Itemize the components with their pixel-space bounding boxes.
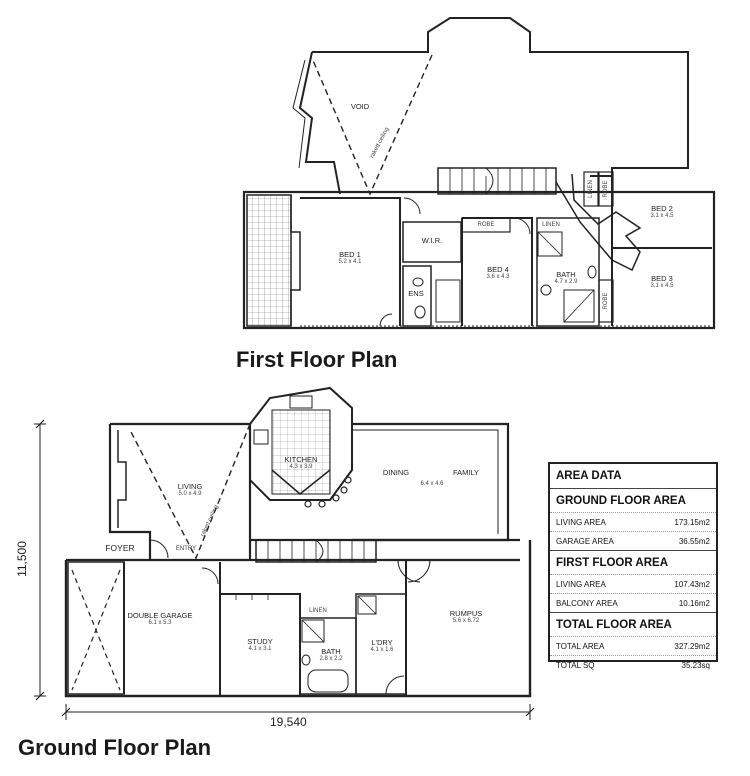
family-label: FAMILY — [452, 468, 480, 477]
living-label: LIVING — [177, 482, 203, 491]
depth-dimension: 11,500 — [14, 541, 29, 577]
entry-label: ENTRY — [175, 546, 197, 552]
family-size: 6.4 x 4.6 — [420, 481, 444, 487]
living-size: 5.0 x 4.9 — [178, 491, 202, 497]
study-label: STUDY — [247, 637, 273, 646]
area-data-title: AREA DATA — [556, 470, 622, 482]
rumpus-size: 5.6 x 6.72 — [452, 618, 480, 624]
void-outline — [312, 17, 689, 177]
study-size: 4.1 x 3.1 — [248, 646, 272, 652]
kitchen-outline — [249, 386, 353, 501]
kitchen-stools — [304, 476, 352, 508]
foyer-label: FOYER — [105, 543, 135, 553]
bed1-size: 5.2 x 4.1 — [338, 259, 362, 265]
wir-label: W.I.R. — [421, 236, 443, 245]
bed1-label: BED 1 — [339, 250, 361, 259]
bed4-robe-label: ROBE — [477, 222, 495, 228]
ff-linen2-label: LINEN — [588, 180, 594, 198]
ldry-size: 4.1 x 1.6 — [370, 647, 394, 653]
dimension-lines — [34, 419, 535, 720]
first-floor-title: First Floor Plan — [236, 347, 398, 372]
bed3-size: 3.1 x 4.5 — [650, 283, 674, 289]
dining-label: DINING — [382, 468, 410, 477]
ldry-label: L'DRY — [371, 638, 393, 647]
garage-door-swing — [71, 569, 121, 691]
gf-bath-label: BATH — [321, 647, 341, 656]
ens-label: ENS — [408, 289, 424, 298]
gf-bath-size: 2.8 x 2.2 — [319, 656, 343, 662]
total-area-heading: TOTAL FLOOR AREA — [550, 612, 716, 636]
kitchen-label: KITCHEN — [284, 455, 318, 464]
ff-bath-size: 4.7 x 2.9 — [554, 279, 578, 285]
garage-label: DOUBLE GARAGE — [127, 611, 193, 620]
bed4-label: BED 4 — [487, 265, 509, 274]
first-area-heading: FIRST FLOOR AREA — [550, 550, 716, 574]
first-floor-plan — [242, 17, 716, 330]
width-dimension: 19,540 — [270, 715, 307, 729]
ff-robe2-label: ROBE — [603, 180, 609, 198]
depth-dimension-line — [34, 423, 46, 697]
rumpus-label: RUMPUS — [449, 609, 483, 618]
bed3-label: BED 3 — [651, 274, 673, 283]
bed4-size: 3.6 x 4.3 — [486, 274, 510, 280]
gf-linen-label: LINEN — [309, 608, 327, 614]
void-raked-line — [311, 54, 433, 196]
ground-floor-plan — [64, 386, 532, 698]
bed2-label: BED 2 — [651, 204, 673, 213]
living-raked-line — [129, 423, 251, 560]
ff-bath-label: BATH — [556, 270, 576, 279]
ff-robe3-label: ROBE — [603, 292, 609, 310]
garage-size: 6.1 x 5.3 — [148, 620, 172, 626]
ff-linen-label: LINEN — [542, 222, 560, 228]
kitchen-floor — [271, 409, 331, 495]
kitchen-size: 4.3 x 3.9 — [289, 464, 313, 470]
bed2-size: 3.1 x 4.5 — [650, 213, 674, 219]
void-label: VOID — [350, 102, 370, 111]
ground-area-heading: GROUND FLOOR AREA — [550, 488, 716, 512]
ground-floor-title: Ground Floor Plan — [18, 735, 212, 760]
first-floor-balcony — [246, 194, 292, 327]
ensuite-shower — [435, 279, 461, 323]
first-floor-stair — [437, 167, 557, 195]
